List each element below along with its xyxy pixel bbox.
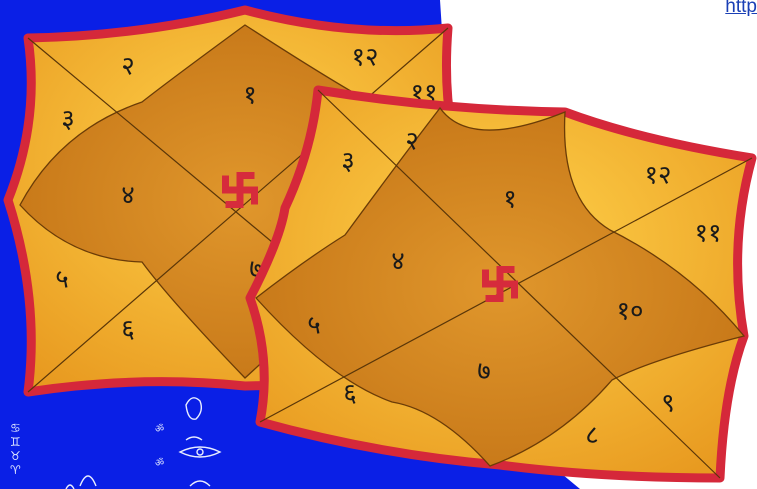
zodiac-glyph: ♊ — [10, 435, 21, 449]
kundli-chart-front: १ २ ३ ४ ५ ६ ७ ८ ९ १० ११ १२ — [250, 90, 752, 478]
swastika-icon — [482, 266, 518, 302]
zodiac-glyph: ♉ — [10, 449, 21, 463]
house-1-number: १ — [503, 185, 517, 215]
zodiac-glyph: ♋ — [10, 421, 21, 435]
house-4-number: ४ — [391, 247, 405, 277]
house-7-number: ७ — [477, 357, 491, 387]
house-1-number: १ — [243, 81, 257, 111]
zodiac-strip: ♋ ♊ ♉ ♈ — [10, 421, 21, 477]
swastika-icon — [222, 172, 258, 208]
house-2-number: २ — [405, 127, 419, 157]
house-4-number: ४ — [121, 181, 135, 211]
house-11-number: ११ — [694, 219, 721, 249]
small-glyph: ॐ — [155, 423, 164, 435]
house-6-number: ६ — [343, 379, 357, 409]
zodiac-glyph: ♈ — [10, 463, 21, 477]
house-9-number: ९ — [661, 389, 675, 419]
house-12-number: १२ — [351, 43, 378, 73]
house-3-number: ३ — [61, 105, 75, 135]
small-glyph: ॐ — [155, 457, 164, 469]
house-6-number: ६ — [121, 315, 135, 345]
house-5-number: ५ — [307, 311, 321, 341]
house-5-number: ५ — [55, 265, 69, 295]
house-3-number: ३ — [341, 147, 355, 177]
house-8-number: ८ — [585, 421, 599, 451]
house-10-number: १० — [616, 297, 643, 327]
house-12-number: १२ — [644, 161, 671, 191]
house-2-number: २ — [121, 52, 135, 82]
